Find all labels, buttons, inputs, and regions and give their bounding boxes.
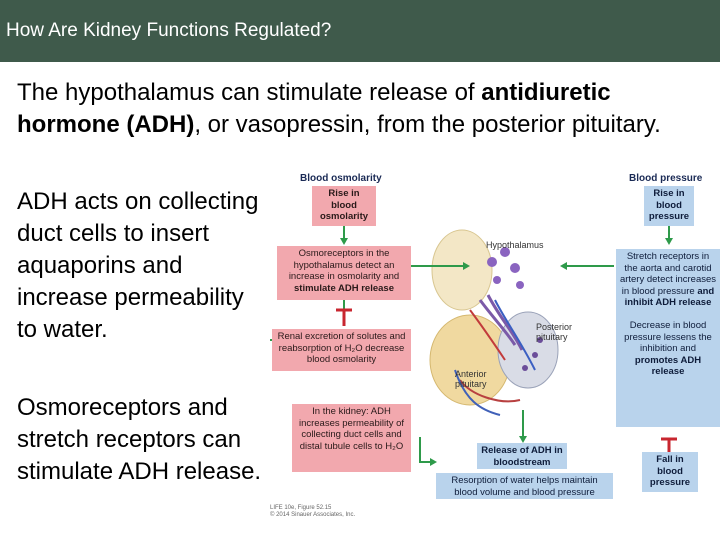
pituitary-illustration <box>429 229 559 416</box>
stretch-bold: and inhibit ADH release <box>624 285 715 309</box>
box-stretch-receptors: Stretch receptors in the aorta and carot… <box>616 249 720 427</box>
box-resorption: Resorption of water helps maintain blood… <box>436 473 613 499</box>
box-fall-pressure: Fall in blood pressure <box>642 452 698 492</box>
paragraph-adh: The hypothalamus can stimulate release o… <box>17 77 707 141</box>
osmoreceptors-bold: stimulate ADH release <box>294 282 394 294</box>
arrowheads <box>340 238 673 466</box>
box-renal-excretion: Renal excretion of solutes and reabsorpt… <box>272 329 411 371</box>
label-anterior-pituitary: Anterior pituitary <box>455 369 487 389</box>
paragraph-receptors: Osmoreceptors and stretch receptors can … <box>17 394 262 485</box>
p1-text-end: , or vasopressin, from the posterior pit… <box>194 111 661 138</box>
credit-line-2: © 2014 Sinauer Associates, Inc. <box>270 512 356 518</box>
box-rise-osmolarity: Rise in blood osmolarity <box>312 186 376 226</box>
decrease-bold: promotes ADH release <box>634 354 702 378</box>
box-kidney-action: In the kidney: ADH increases permeabilit… <box>292 404 411 472</box>
box-rise-pressure: Rise in blood pressure <box>644 186 694 226</box>
inhibition-markers <box>336 308 677 453</box>
p1-bold-term: antidiuretic hormone (ADH) <box>17 79 611 138</box>
p1-text: The hypothalamus can stimulate release o… <box>17 79 482 106</box>
box-osmoreceptors: Osmoreceptors in the hypothalamus detect… <box>277 246 411 300</box>
paragraph-aquaporins: ADH acts on collecting duct cells to ins… <box>17 188 259 343</box>
title-bar: How Are Kidney Functions Regulated? <box>0 0 720 62</box>
osmoreceptors-text: Osmoreceptors in the hypothalamus detect… <box>288 248 400 282</box>
slide-title: How Are Kidney Functions Regulated? <box>6 20 332 41</box>
stretch-text: Stretch receptors in the aorta and carot… <box>619 251 717 297</box>
label-hypothalamus: Hypothalamus <box>486 240 544 250</box>
decrease-text: Decrease in blood pressure lessens the i… <box>624 320 712 354</box>
credit-line-1: LIFE 10e, Figure 52.15 <box>270 505 332 511</box>
box-release-adh: Release of ADH in bloodstream <box>477 443 567 469</box>
header-blood-osmolarity: Blood osmolarity <box>300 173 382 184</box>
header-blood-pressure: Blood pressure <box>629 173 703 184</box>
figure-credit: LIFE 10e, Figure 52.15 © 2014 Sinauer As… <box>270 505 355 519</box>
label-posterior-pituitary: Posterior pituitary <box>536 322 573 342</box>
